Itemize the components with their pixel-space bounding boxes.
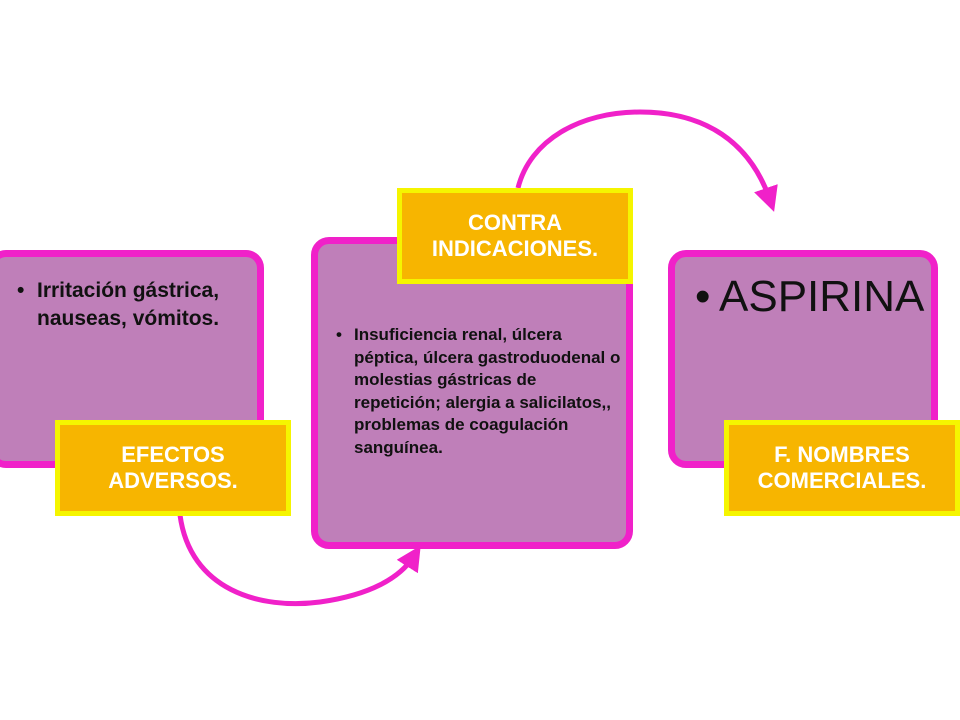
bullet-item: • Insuficiencia renal, úlcera péptica, ú…	[334, 324, 624, 459]
bullet-text: Insuficiencia renal, úlcera péptica, úlc…	[354, 325, 621, 457]
bullet-item: • ASPIRINA	[693, 269, 938, 325]
bullet-dot: •	[17, 279, 25, 302]
label-efectos-adversos: EFECTOS ADVERSOS.	[55, 420, 291, 516]
arrow-top	[515, 109, 778, 212]
bullet-dot: •	[695, 272, 711, 321]
label-nombres-comerciales: F. NOMBRES COMERCIALES.	[724, 420, 960, 516]
card-contra-indicaciones: • Insuficiencia renal, úlcera péptica, ú…	[311, 237, 633, 549]
bullet-dot: •	[336, 325, 342, 344]
bullet-item: • Irritación gástrica, nauseas, vómitos.	[17, 277, 252, 333]
bullet-text: Irritación gástrica, nauseas, vómitos.	[37, 279, 220, 330]
label-contra-indicaciones: CONTRA INDICACIONES.	[397, 188, 633, 284]
bullet-text: ASPIRINA	[719, 272, 925, 321]
arrow-bottom	[177, 514, 421, 607]
